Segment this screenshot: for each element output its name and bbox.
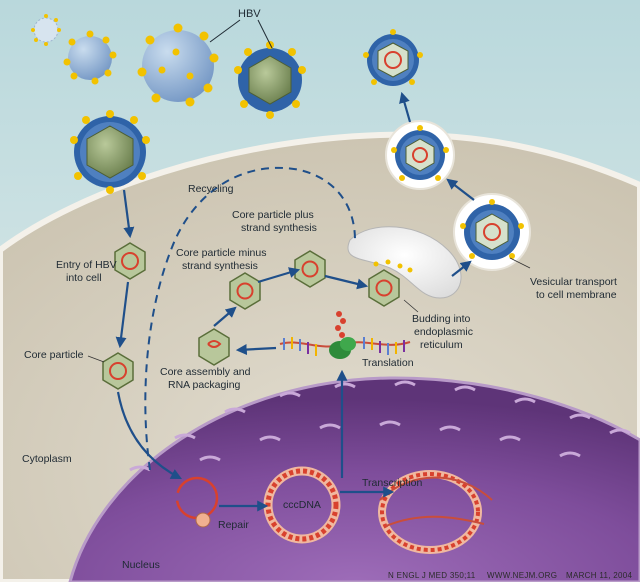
label-minus-strand-line2: strand synthesis xyxy=(182,260,258,272)
hbv-virion-vesicle-upper xyxy=(385,120,455,190)
cell-nucleus xyxy=(68,376,640,582)
pathway-arrows xyxy=(115,91,475,512)
hbv-virion-released-top xyxy=(363,29,423,86)
label-budding-line2: endoplasmic xyxy=(414,326,473,338)
label-translation: Translation xyxy=(362,357,414,369)
nuclear-envelope-pores xyxy=(129,380,631,472)
hbv-virion-tiny xyxy=(31,14,61,46)
footer-journal: N ENGL J MED 350;11 xyxy=(388,571,476,580)
label-transcription: Transcription xyxy=(362,477,422,489)
label-assembly-line1: Core assembly and xyxy=(160,366,251,378)
footer-website: WWW.NEJM.ORG xyxy=(487,571,557,580)
label-entry-line1: Entry of HBV xyxy=(56,259,117,271)
label-budding-line3: reticulum xyxy=(420,339,463,351)
label-plus-strand-line1: Core particle plus xyxy=(232,209,314,221)
ribosome xyxy=(329,311,356,359)
core-particle-budding xyxy=(368,259,413,307)
label-hbv: HBV xyxy=(238,8,261,20)
label-cytoplasm: Cytoplasm xyxy=(22,453,72,465)
label-vesicular-line2: to cell membrane xyxy=(536,289,617,301)
core-particle-entry xyxy=(114,242,146,280)
hbv-virion-large-sphere xyxy=(137,23,219,107)
endoplasmic-reticulum xyxy=(347,226,462,299)
core-particle-plus-strand xyxy=(294,250,326,288)
label-plus-strand-line2: strand synthesis xyxy=(241,222,317,234)
label-recycling: Recycling xyxy=(188,183,234,195)
recycling-path xyxy=(144,166,356,471)
rcdna-repair xyxy=(175,476,219,528)
label-core-particle: Core particle xyxy=(24,349,84,361)
label-nucleus: Nucleus xyxy=(122,559,160,571)
footer-date: MARCH 11, 2004 xyxy=(566,571,633,580)
label-entry-line2: into cell xyxy=(66,272,102,284)
hbv-virion-small xyxy=(63,30,117,85)
label-repair: Repair xyxy=(218,519,249,531)
hbv-virion-entering xyxy=(70,110,150,194)
label-assembly-line2: RNA packaging xyxy=(168,379,241,391)
hbv-pointer-lines xyxy=(209,19,273,49)
hbv-virion-capsid-top xyxy=(234,41,306,119)
label-vesicular-line1: Vesicular transport xyxy=(530,276,617,288)
label-budding-line1: Budding into xyxy=(412,313,471,325)
core-particle-assembly xyxy=(198,328,230,366)
label-leader-lines xyxy=(87,257,531,363)
label-cccdna: cccDNA xyxy=(283,499,321,511)
label-minus-strand-line1: Core particle minus xyxy=(176,247,266,259)
hbv-virion-vesicle-lower xyxy=(453,193,531,271)
